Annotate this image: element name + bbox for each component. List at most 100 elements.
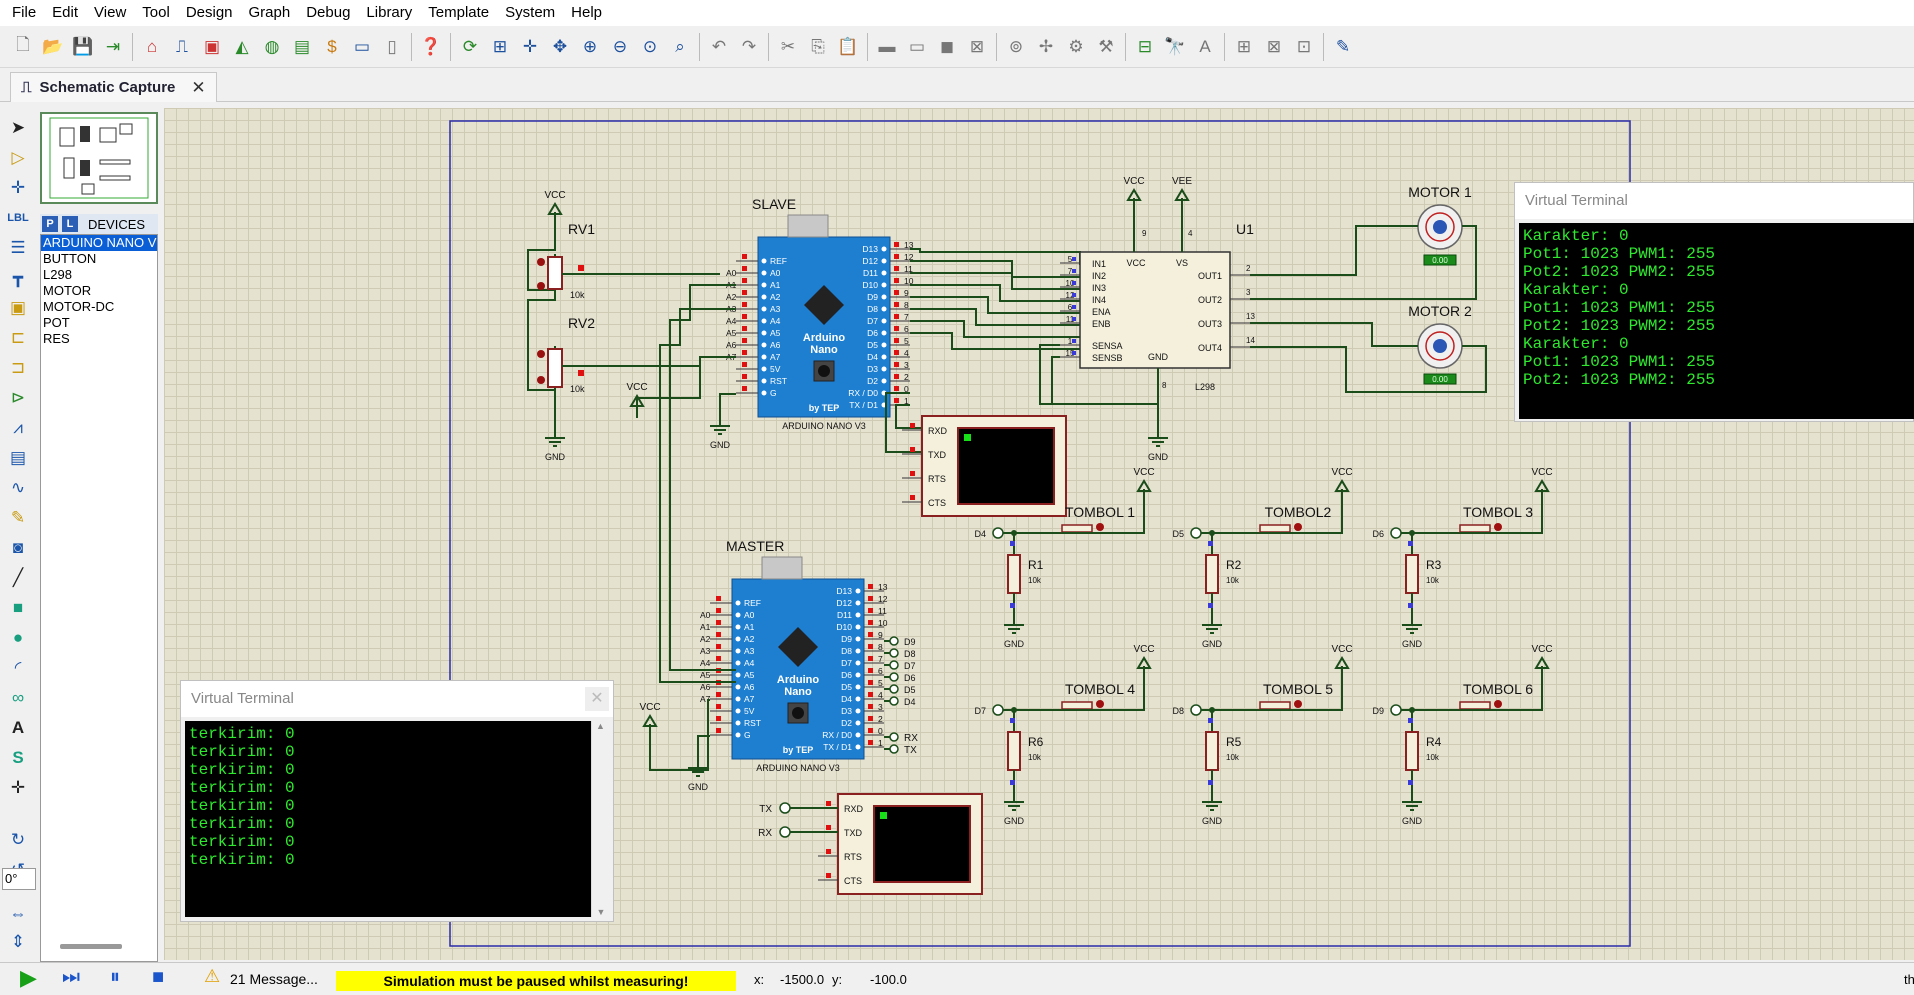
circle-icon[interactable]: ● (12, 628, 24, 647)
message-count[interactable]: 21 Message... (230, 971, 318, 987)
block-delete-icon[interactable]: ⊠ (969, 36, 985, 56)
cut-icon[interactable]: ✂ (780, 36, 796, 56)
list-item[interactable]: MOTOR (43, 283, 92, 298)
selection-icon[interactable]: ➤ (10, 118, 26, 137)
redo-icon[interactable]: ↷ (741, 36, 757, 56)
zoom-area-icon[interactable]: ⌕ (675, 36, 685, 56)
pick-device-button[interactable]: P (42, 216, 58, 232)
source-code-icon[interactable]: ▭ (353, 36, 371, 56)
pause-icon[interactable]: ⏸ (110, 966, 120, 988)
play-icon[interactable]: ▶ (20, 965, 37, 990)
step-icon[interactable]: ⏭ (62, 966, 80, 988)
menu-template[interactable]: Template (428, 4, 490, 21)
menu-system[interactable]: System (505, 4, 556, 21)
menu-help[interactable]: Help (571, 4, 603, 21)
menu-debug[interactable]: Debug (306, 4, 351, 21)
property-tool-icon[interactable]: A (1199, 36, 1211, 56)
new-sheet-icon[interactable]: ⊞ (1236, 36, 1252, 56)
refresh-icon[interactable]: ⟳ (462, 36, 478, 56)
line-icon[interactable]: ╱ (12, 568, 24, 587)
paste-icon[interactable]: 📋 (837, 36, 859, 56)
pcb-icon[interactable]: ▣ (203, 36, 221, 56)
menu-tool[interactable]: Tool (142, 4, 170, 21)
device-pin-icon[interactable]: ⊐ (10, 358, 26, 377)
home-icon[interactable]: ⌂ (146, 36, 158, 56)
grid-icon[interactable]: ⊞ (492, 36, 508, 56)
text-icon[interactable]: A (11, 718, 25, 737)
wire-autorouter-icon[interactable]: ⊟ (1137, 36, 1153, 56)
new-file-icon[interactable]: 🗋 (16, 35, 30, 54)
scroll-down-icon[interactable]: ▼ (596, 907, 606, 917)
box-icon[interactable]: ■ (12, 598, 24, 617)
component-icon[interactable]: ▷ (11, 148, 25, 167)
scroll-up-icon[interactable]: ▲ (596, 721, 605, 731)
make-device-icon[interactable]: ✢ (1038, 36, 1054, 56)
subcircuit-icon[interactable]: ▣ (9, 298, 27, 317)
wire-label-icon[interactable]: LBL (7, 212, 29, 224)
remove-sheet-icon[interactable]: ⊠ (1266, 36, 1282, 56)
pick-device-icon[interactable]: ⊚ (1008, 36, 1024, 56)
search-parts-icon[interactable]: 🔭 (1164, 36, 1186, 56)
terminal-scrollbar[interactable]: ▲ ▼ (591, 721, 609, 917)
zoom-all-icon[interactable]: ⊙ (642, 36, 658, 56)
schematic-icon[interactable]: ⎍ (176, 36, 188, 56)
rotate-cw-icon[interactable]: ↻ (10, 830, 26, 849)
pan-icon[interactable]: ✥ (552, 36, 568, 56)
text-script-icon[interactable]: ☰ (10, 238, 26, 257)
open-folder-icon[interactable]: 📂 (42, 36, 64, 56)
save-icon[interactable]: 💾 (72, 36, 94, 56)
tape-recorder-icon[interactable]: ⩘ (13, 418, 23, 437)
marker-icon[interactable]: ✛ (10, 778, 26, 797)
block-move-icon[interactable]: ▭ (908, 36, 926, 56)
undo-icon[interactable]: ↶ (711, 36, 727, 56)
packaging-icon[interactable]: ⚒ (1098, 36, 1114, 56)
bus-icon[interactable]: ┳ (12, 268, 24, 287)
junction-icon[interactable]: ✛ (10, 178, 26, 197)
menu-view[interactable]: View (94, 4, 127, 21)
zoom-out-icon[interactable]: ⊖ (612, 36, 628, 56)
virtual-instrument-icon[interactable]: ◙ (12, 538, 24, 557)
bom-icon[interactable]: ▤ (293, 36, 311, 56)
graph-icon[interactable]: ⊳ (10, 388, 26, 407)
menu-edit[interactable]: Edit (52, 4, 79, 21)
path-icon[interactable]: ∞ (11, 688, 25, 707)
list-item[interactable]: L298 (43, 267, 72, 282)
origin-icon[interactable]: ✛ (522, 36, 538, 56)
help-icon[interactable]: ❓ (420, 36, 442, 56)
list-item[interactable]: BUTTON (43, 251, 97, 266)
tab-schematic-capture[interactable]: ⎍ Schematic Capture ✕ (10, 72, 217, 102)
stop-icon[interactable]: ■ (152, 966, 165, 988)
cost-icon[interactable]: $ (327, 36, 337, 56)
menu-library[interactable]: Library (366, 4, 413, 21)
symbol-icon[interactable]: S (12, 748, 24, 767)
close-icon[interactable]: ✕ (585, 687, 609, 711)
list-item[interactable]: RES (43, 331, 70, 346)
generator-icon[interactable]: ▤ (9, 448, 27, 467)
menu-design[interactable]: Design (185, 4, 233, 21)
list-item[interactable]: POT (43, 315, 70, 330)
menu-file[interactable]: File (12, 4, 37, 21)
exit-sheet-icon[interactable]: ⊡ (1296, 36, 1312, 56)
terminal-icon[interactable]: ⊏ (10, 328, 26, 347)
menu-graph[interactable]: Graph (248, 4, 291, 21)
mirror-horizontal-icon[interactable]: ⇔ (9, 904, 27, 923)
import-icon[interactable]: ⇥ (105, 36, 121, 56)
copy-icon[interactable]: ⎘ (811, 36, 825, 56)
3d-view-icon[interactable]: ◭ (235, 36, 249, 56)
current-probe-icon[interactable]: ✎ (10, 508, 26, 527)
rotation-input[interactable]: 0° (2, 868, 36, 890)
device-list-scrollbar[interactable] (60, 944, 122, 949)
library-button[interactable]: L (62, 216, 78, 232)
close-icon[interactable]: ✕ (191, 77, 206, 97)
zoom-in-icon[interactable]: ⊕ (582, 36, 598, 56)
block-copy-icon[interactable]: ▬ (878, 36, 896, 56)
notes-icon[interactable]: ▯ (387, 36, 397, 56)
list-item[interactable]: MOTOR-DC (43, 299, 115, 314)
voltage-probe-icon[interactable]: ∿ (10, 478, 26, 497)
mirror-vertical-icon[interactable]: ⇕ (10, 932, 26, 951)
decompose-icon[interactable]: ⚙ (1068, 36, 1084, 56)
arc-icon[interactable]: ◜ (14, 658, 22, 677)
overview-window[interactable] (40, 112, 158, 204)
